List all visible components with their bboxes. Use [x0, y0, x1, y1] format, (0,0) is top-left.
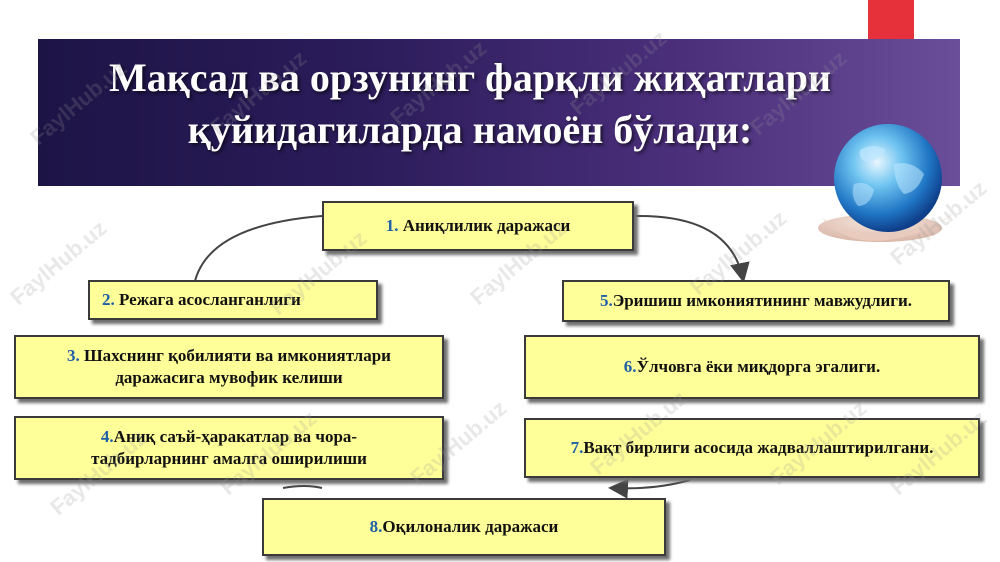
- box-6-text: Ўлчовга ёки миқдорга эгалиги.: [636, 357, 881, 376]
- connector-arrow-bottom-right: [608, 478, 691, 499]
- slide-title-line-2: қуйидагиларда намоён бўлади:: [187, 107, 753, 152]
- box-4-text: Аниқ саъй-ҳаракатлар ва чора-: [113, 427, 358, 446]
- box-7-text: Вақт бирлиги асосида жадваллаштирилгани.: [583, 438, 934, 457]
- box-2: 2. Режага асосланганлиги: [88, 280, 378, 320]
- title-banner: [38, 39, 960, 186]
- box-6-number: 6.: [623, 357, 637, 376]
- box-3-number: 3.: [67, 346, 80, 365]
- box-1-number: 1.: [385, 216, 399, 235]
- globe-in-hands-icon: [818, 124, 954, 242]
- box-1-text: Аниқлилик даражаси: [398, 216, 571, 235]
- box-7: 7.Вақт бирлиги асосида жадваллаштирилган…: [524, 418, 980, 478]
- box-1: 1. Аниқлилик даражаси: [322, 201, 634, 251]
- box-8-number: 8.: [369, 517, 383, 536]
- box-2-text: Режага асосланганлиги: [114, 290, 301, 309]
- box-4-text-line-2: тадбирларнинг амалга оширилиши: [91, 449, 367, 468]
- box-4: 4.Аниқ саъй-ҳаракатлар ва чора- тадбирла…: [14, 416, 444, 480]
- slide-title: Мақсад ва орзунинг фарқли жиҳатлари қуйи…: [60, 52, 880, 156]
- box-7-number: 7.: [570, 438, 584, 457]
- connector-arrow-right: [633, 214, 750, 283]
- box-2-number: 2.: [102, 290, 115, 309]
- connector-arrow-left: [194, 215, 323, 282]
- slide-title-line-1: Мақсад ва орзунинг фарқли жиҳатлари: [108, 55, 831, 100]
- box-5-text: Эришиш имкониятининг мавжудлиги.: [612, 291, 913, 310]
- box-5: 5.Эришиш имкониятининг мавжудлиги.: [562, 280, 950, 322]
- box-3-text: Шахснинг қобилияти ва имкониятлари: [79, 346, 391, 365]
- box-4-number: 4.: [100, 427, 114, 446]
- box-6: 6.Ўлчовга ёки миқдорга эгалиги.: [524, 335, 980, 399]
- box-5-number: 5.: [599, 291, 613, 310]
- box-3: 3. Шахснинг қобилияти ва имкониятлари да…: [14, 335, 444, 399]
- box-8: 8.Оқилоналик даражаси: [262, 498, 666, 556]
- red-accent-tab: [868, 0, 914, 46]
- box-3-text-line-2: даражасига мувофик келиши: [115, 368, 343, 387]
- box-8-text: Оқилоналик даражаси: [382, 517, 559, 536]
- connector-arrow-bottom-left: [282, 485, 323, 489]
